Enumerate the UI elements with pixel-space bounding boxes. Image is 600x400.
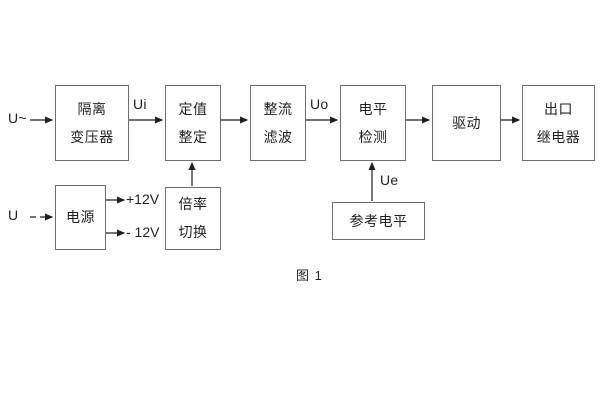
rectify-filter-line-1: 整流 — [263, 100, 293, 117]
rectify-filter-line-2: 滤波 — [263, 128, 293, 145]
reference-level-line-1: 参考电平 — [349, 212, 408, 229]
block-drive[interactable]: 驱动 — [432, 85, 501, 161]
ac-input-label: U~ — [8, 110, 27, 126]
multiplier-switch-line-2: 切换 — [178, 224, 208, 240]
uo-label: Uo — [310, 96, 329, 112]
setting-value-line-1: 定值 — [178, 100, 208, 117]
dc-input-label: U — [8, 207, 19, 223]
block-power-supply[interactable]: 电源 — [55, 185, 106, 250]
block-isolation-transformer[interactable]: 隔离 变压器 — [55, 85, 129, 161]
block-output-relay[interactable]: 出口 继电器 — [522, 85, 595, 161]
level-detection-line-1: 电平 — [358, 100, 388, 117]
figure-caption: 图 1 — [296, 268, 323, 283]
output-relay-line-1: 出口 — [544, 100, 573, 117]
block-level-detection[interactable]: 电平 检测 — [340, 85, 406, 161]
isolation-transformer-line-1: 隔离 — [77, 100, 107, 117]
output-relay-line-2: 继电器 — [536, 128, 581, 145]
multiplier-switch-line-1: 倍率 — [178, 196, 208, 213]
ue-label: Ue — [380, 172, 399, 188]
block-multiplier-switch[interactable]: 倍率 切换 — [165, 187, 221, 250]
setting-value-line-2: 整定 — [178, 128, 208, 145]
rail-negative-label: - 12V — [126, 224, 160, 240]
block-rectify-filter[interactable]: 整流 滤波 — [250, 85, 306, 161]
rail-positive-label: +12V — [126, 191, 160, 207]
level-detection-line-2: 检测 — [358, 128, 388, 145]
isolation-transformer-line-2: 变压器 — [70, 128, 114, 145]
block-reference-level[interactable]: 参考电平 — [332, 202, 425, 240]
power-supply-line-1: 电源 — [66, 209, 95, 226]
block-setting-value[interactable]: 定值 整定 — [165, 85, 221, 161]
drive-line-1: 驱动 — [452, 114, 481, 131]
ui-label: Ui — [133, 96, 147, 112]
